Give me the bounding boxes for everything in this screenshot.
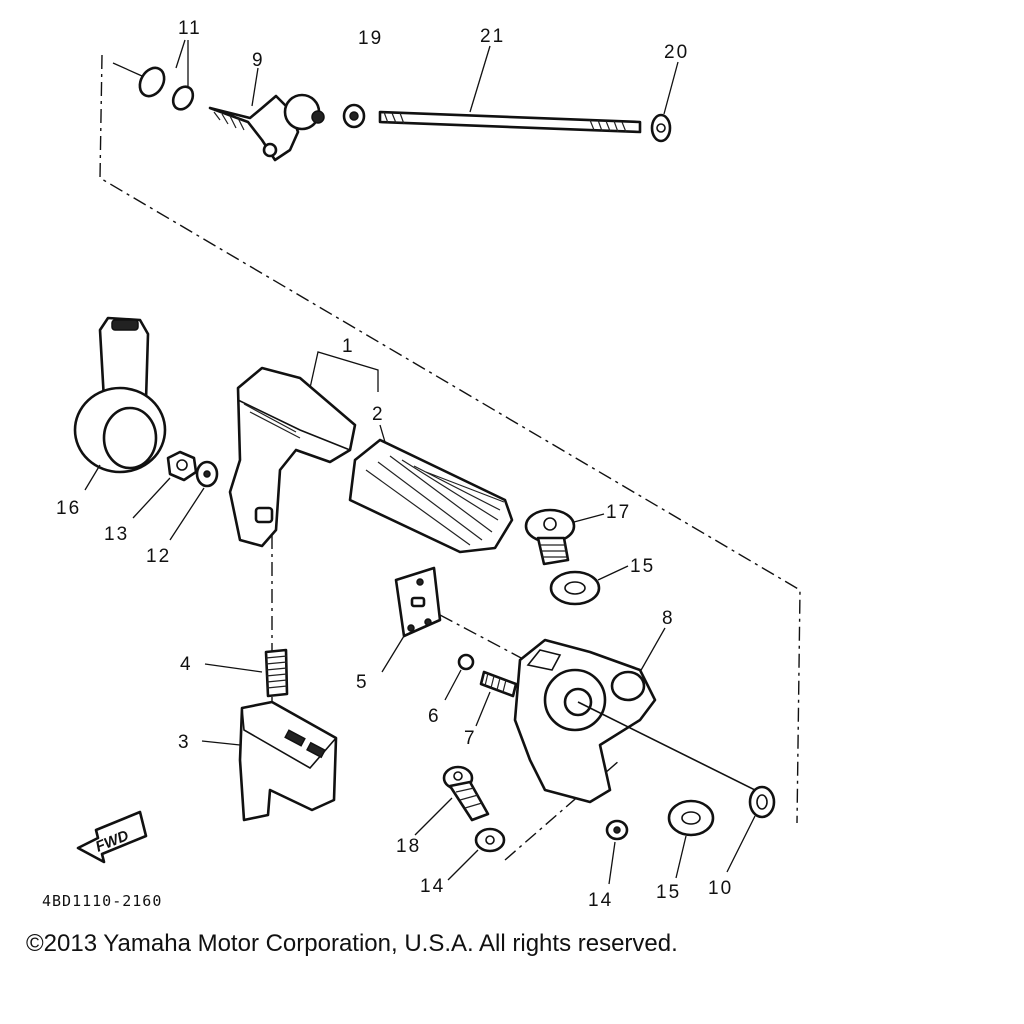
part-10-washer xyxy=(726,785,776,873)
part-6-ball xyxy=(444,653,475,701)
part-12-washer xyxy=(169,460,219,541)
part-19-nut xyxy=(342,103,366,129)
part-4-spring xyxy=(204,648,289,698)
copyright-notice: ©2013 Yamaha Motor Corporation, U.S.A. A… xyxy=(26,930,678,957)
part-21-shift-rod xyxy=(378,45,642,134)
callout-18: 18 xyxy=(396,836,421,857)
part-18-bolt xyxy=(414,765,490,836)
callout-14-left: 14 xyxy=(420,876,445,897)
part-15-washer-upper xyxy=(549,565,629,606)
part-16-grip-ring xyxy=(73,316,167,491)
part-15-washer-lower xyxy=(667,799,715,879)
diagram-code: 4BD1110-2160 xyxy=(42,892,162,910)
callout-19: 19 xyxy=(358,28,383,49)
callout-1: 1 xyxy=(342,336,355,357)
part-14-washer-right xyxy=(605,819,629,885)
callout-11: 11 xyxy=(178,18,202,39)
part-20-nut xyxy=(650,61,679,143)
callout-2: 2 xyxy=(372,404,385,425)
callout-20: 20 xyxy=(664,42,689,63)
part-5-plate xyxy=(381,566,442,673)
callout-5: 5 xyxy=(356,672,369,693)
callout-16: 16 xyxy=(56,498,81,519)
callout-9: 9 xyxy=(252,50,265,71)
callout-14-right: 14 xyxy=(588,890,613,911)
callout-labels: 11 9 19 21 20 1 2 16 13 12 17 15 8 4 5 6… xyxy=(56,18,733,911)
callout-4: 4 xyxy=(180,654,193,675)
part-1-lever-assembly xyxy=(228,351,379,548)
callout-15-lower: 15 xyxy=(656,882,681,903)
part-7-spring xyxy=(475,670,518,727)
part-8-bracket xyxy=(513,627,766,804)
part-17-screw xyxy=(524,508,605,566)
part-11-o-rings xyxy=(112,39,195,111)
callout-10: 10 xyxy=(708,878,733,899)
callout-7: 7 xyxy=(464,728,477,749)
callout-6: 6 xyxy=(428,706,441,727)
callout-21: 21 xyxy=(480,26,505,47)
part-9-shift-lever xyxy=(208,67,325,162)
part-14-washer-left xyxy=(447,827,506,881)
callout-15-upper: 15 xyxy=(630,556,655,577)
callout-12: 12 xyxy=(146,546,171,567)
callout-17: 17 xyxy=(606,502,631,523)
fwd-arrow-icon: FWD xyxy=(76,810,148,864)
part-3-lock-block xyxy=(201,700,338,822)
callout-8: 8 xyxy=(662,608,675,629)
callout-3: 3 xyxy=(178,732,191,753)
callout-13: 13 xyxy=(104,524,129,545)
assembly-reference-lines xyxy=(99,54,801,861)
part-2-grip xyxy=(348,424,514,554)
